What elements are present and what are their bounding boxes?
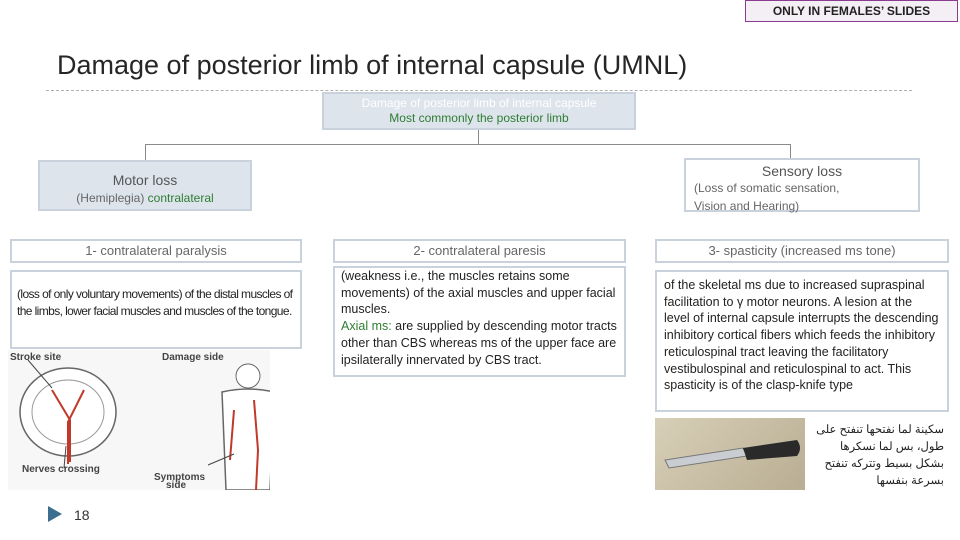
col3-body-text: of the skeletal ms due to increased supr… xyxy=(664,278,938,392)
slide-title: Damage of posterior limb of internal cap… xyxy=(57,50,687,81)
connector-motor xyxy=(145,144,146,160)
stroke-figure: Stroke site Damage side Nerves crossing … xyxy=(8,350,270,490)
col2-body-label: Axial ms: xyxy=(341,319,392,333)
sensory-loss-box: Sensory loss (Loss of somatic sensation,… xyxy=(684,158,920,212)
arabic-note: سكينة لما نفتحها تنفتح على طول، بس لما ن… xyxy=(812,422,944,490)
col1-body-text: (loss of only voluntary movements) of th… xyxy=(17,287,292,318)
col2-body-text2: Axial ms: are supplied by descending mot… xyxy=(341,318,620,368)
root-box: Damage of posterior limb of internal cap… xyxy=(322,92,636,130)
play-icon xyxy=(48,506,62,522)
sensory-loss-title: Sensory loss xyxy=(686,163,918,179)
motor-loss-title: Motor loss xyxy=(40,172,250,188)
connector-sensory xyxy=(790,144,791,158)
clasp-knife-photo xyxy=(655,418,805,490)
col2-body: (weakness i.e., the muscles retains some… xyxy=(333,266,626,377)
nerves-crossing-label: Nerves crossing xyxy=(22,464,100,475)
col2-header: 2- contralateral paresis xyxy=(333,239,626,263)
motor-loss-box: Motor loss (Hemiplegia) contralateral xyxy=(38,160,252,211)
symptoms-side-label: side xyxy=(166,480,186,491)
connector-horizontal xyxy=(145,144,791,145)
page-number: 18 xyxy=(74,507,90,523)
motor-loss-prefix: (Hemiplegia) xyxy=(76,191,147,205)
col3-header: 3- spasticity (increased ms tone) xyxy=(655,239,949,263)
sensory-loss-sub1: (Loss of somatic sensation, xyxy=(694,180,918,197)
col2-body-text1: (weakness i.e., the muscles retains some… xyxy=(341,268,620,318)
col1-header: 1- contralateral paralysis xyxy=(10,239,302,263)
col3-body: of the skeletal ms due to increased supr… xyxy=(655,270,949,412)
sensory-loss-sub2: Vision and Hearing) xyxy=(694,198,918,215)
stroke-site-label: Stroke site xyxy=(10,352,61,363)
motor-loss-highlight: contralateral xyxy=(148,191,214,205)
damage-side-label: Damage side xyxy=(162,352,224,363)
knife-illustration xyxy=(655,418,805,490)
col1-body: (loss of only voluntary movements) of th… xyxy=(10,270,302,349)
title-divider xyxy=(46,90,912,91)
connector-root-down xyxy=(478,130,479,144)
root-box-title: Damage of posterior limb of internal cap… xyxy=(324,96,634,110)
females-slides-tag: ONLY IN FEMALES’ SLIDES xyxy=(745,0,958,22)
motor-loss-subtitle: (Hemiplegia) contralateral xyxy=(40,191,250,205)
root-box-subtitle: Most commonly the posterior limb xyxy=(324,111,634,125)
